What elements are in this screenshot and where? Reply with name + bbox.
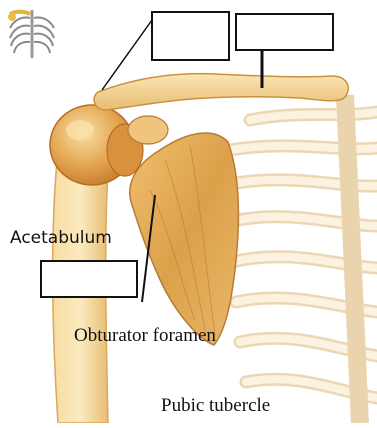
scapula [130, 133, 239, 345]
coracoid [128, 116, 168, 144]
label-pubic-tubercle: Pubic tubercle [161, 395, 270, 417]
label-obturator-foramen: Obturator foramen [74, 325, 216, 347]
blank-label-box-1[interactable] [151, 11, 230, 61]
rib-cage-thumbnail-icon [4, 4, 60, 62]
blank-label-box-3[interactable] [40, 260, 138, 298]
label-acetabulum: Acetabulum [10, 228, 112, 248]
clavicle [94, 74, 348, 110]
blank-label-box-2[interactable] [235, 13, 334, 51]
